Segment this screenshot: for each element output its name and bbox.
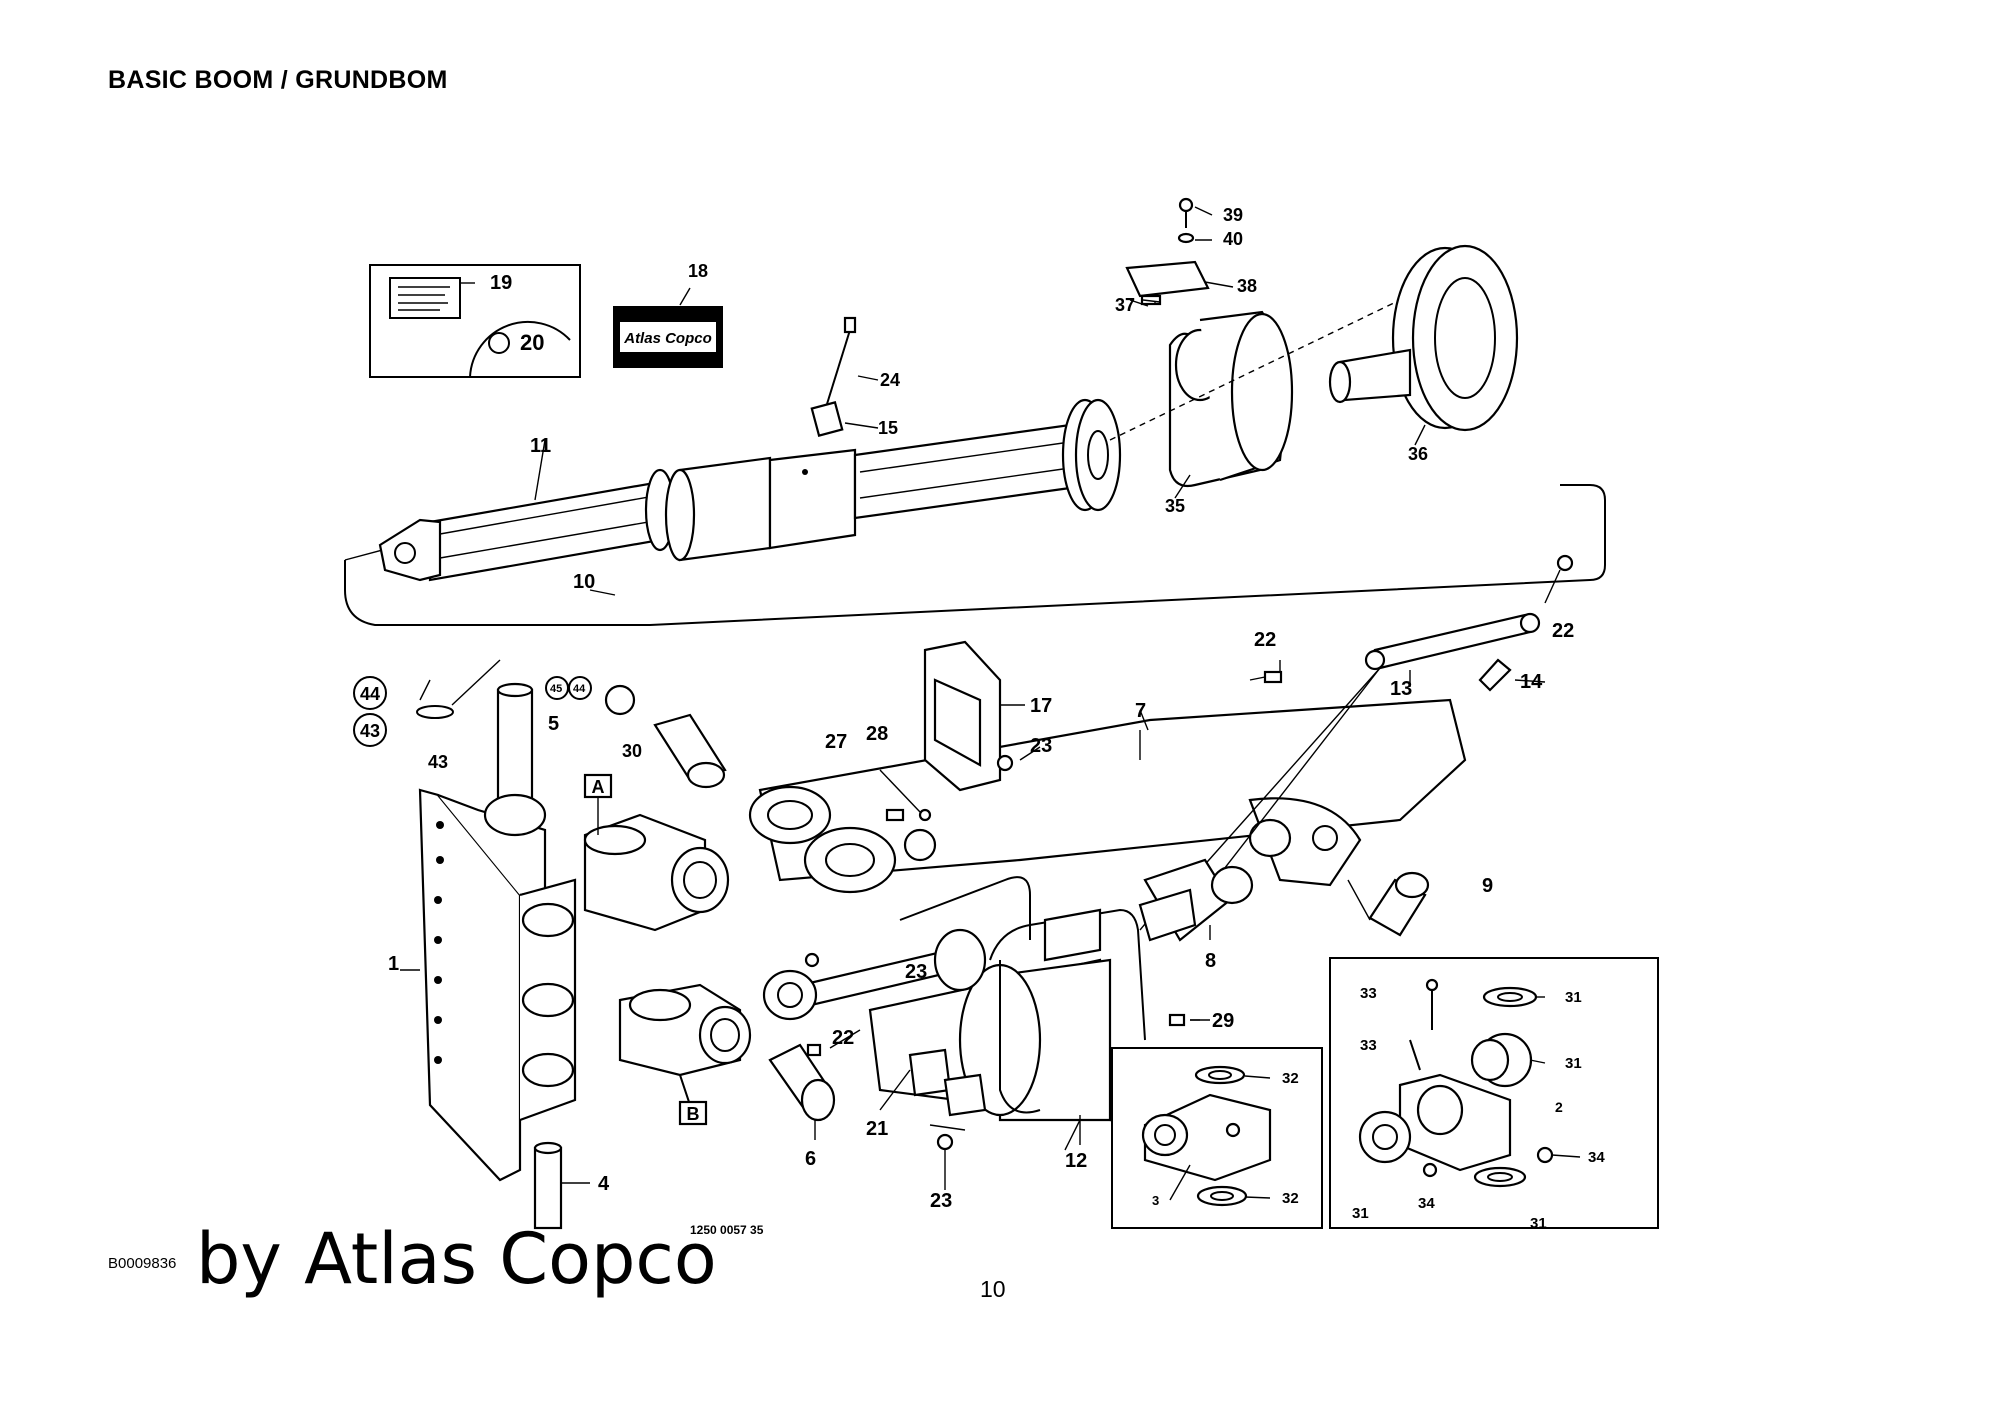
callout-15: 15 [878,418,898,438]
cylinder-11 [378,398,1122,582]
callout-18: 18 [688,261,708,281]
cylinder-13 [1199,554,1574,901]
callout-40: 40 [1223,229,1243,249]
callouts: 1 4 5 6 7 8 9 10 11 12 13 14 15 17 18 19… [360,205,1605,1237]
pin-30 [604,684,727,789]
callout-22-lower: 22 [832,1027,854,1049]
detail-marker-a: A [583,773,613,799]
callout-43-circled: 43 [360,721,380,741]
callout-19: 19 [490,272,512,294]
callout-45-small: 45 [550,683,562,695]
page-number: 10 [980,1276,1006,1302]
atlas-copco-logo: Atlas Copco [613,287,723,368]
bracket-8 [1138,858,1254,942]
detail-a-box [1329,957,1659,1229]
detail-a-34-bottom: 34 [1418,1195,1435,1212]
callout-20: 20 [520,330,544,355]
callout-28: 28 [866,723,888,745]
callout-5: 5 [548,713,559,735]
detail-marker-b: B [678,1100,708,1126]
bracket-a [583,798,730,932]
pin-9 [1347,871,1430,937]
callout-1: 1 [388,953,399,975]
fasteners [806,754,1200,1057]
bracket-21 [879,1048,987,1151]
nameplate-inset [369,264,581,378]
svg-text:B: B [687,1104,700,1124]
cover-17 [923,640,1025,792]
callout-24: 24 [880,370,900,390]
document-code: B0009836 [108,1255,177,1272]
flange-35 [1125,197,1294,488]
callout-27: 27 [825,731,847,753]
callout-22-right: 22 [1552,620,1574,642]
callout-35: 35 [1165,496,1185,516]
callout-44-circled: 44 [360,684,380,704]
callout-36: 36 [1408,444,1428,464]
callout-6: 6 [805,1148,816,1170]
callout-21: 21 [866,1118,888,1140]
bracket-b [618,983,752,1106]
callout-9: 9 [1482,875,1493,897]
detail-a-31-left: 31 [1352,1205,1369,1222]
pin-6 [768,1043,836,1140]
drawing-number: 1250 0057 35 [690,1223,764,1237]
detail-a-31-top: 31 [1565,989,1582,1006]
svg-text:A: A [592,777,605,797]
page-title: BASIC BOOM / GRUNDBOM [108,66,448,94]
callout-43: 43 [428,752,448,772]
detail-a-34-right: 34 [1588,1149,1605,1166]
detail-a-31-mid: 31 [1565,1055,1582,1072]
callout-39: 39 [1223,205,1243,225]
callout-10: 10 [573,571,595,593]
callout-22-top: 22 [1254,629,1276,651]
detail-b-32-bottom: 32 [1282,1190,1299,1207]
callout-23-bottom: 23 [930,1190,952,1212]
callout-29: 29 [1212,1010,1234,1032]
bolt-22-top [1249,660,1283,684]
rotation-unit-36 [1328,244,1519,432]
bracket-1 [400,788,577,1182]
callout-13: 13 [1390,678,1412,700]
callout-23-upper: 23 [1030,735,1052,757]
callout-37: 37 [1115,295,1135,315]
detail-b-box [1111,1047,1323,1229]
detail-a-2: 2 [1555,1099,1563,1115]
boom-7 [748,698,1467,894]
sensor-15 [810,316,879,437]
detail-a-33-mid: 33 [1360,1037,1377,1054]
callout-17: 17 [1030,695,1052,717]
detail-b-32-top: 32 [1282,1070,1299,1087]
callout-38: 38 [1237,276,1257,296]
callout-11: 11 [530,435,551,457]
detail-b-3: 3 [1152,1193,1159,1208]
callout-14: 14 [1520,671,1543,693]
detail-a-31-bottom: 31 [1530,1215,1547,1232]
callout-30: 30 [622,741,642,761]
callout-8: 8 [1205,950,1216,972]
callout-23-middle: 23 [905,961,927,983]
callout-12: 12 [1065,1150,1087,1172]
watermark-text: by Atlas Copco [196,1218,717,1300]
pin-4 [533,1141,590,1230]
callout-44-small: 44 [573,683,586,695]
callout-4: 4 [598,1173,610,1195]
svg-text:Atlas Copco: Atlas Copco [623,330,712,347]
detail-a-33-top: 33 [1360,985,1377,1002]
cylinder-frame [899,876,1166,1114]
pin-5 [416,659,534,812]
